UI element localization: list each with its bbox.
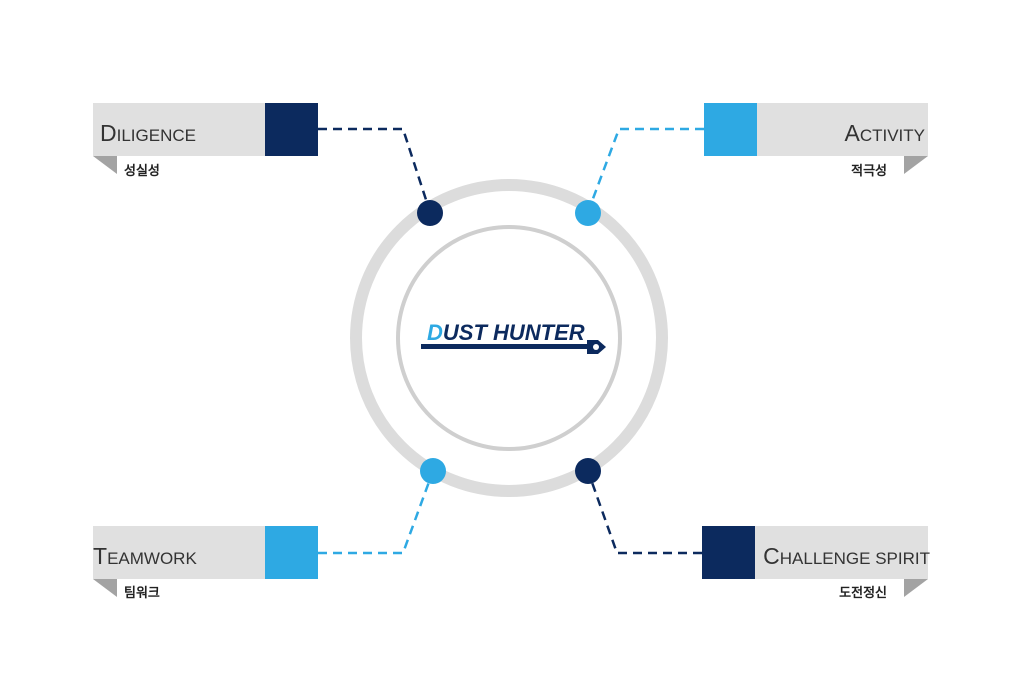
- value-card-activity: ACTIVITY 적극성: [704, 103, 928, 179]
- node-dot-diligence: [417, 200, 443, 226]
- fold-corner: [904, 156, 928, 174]
- value-korean: 팀워크: [124, 586, 160, 601]
- logo-initial: D: [427, 320, 443, 345]
- value-card-teamwork: TEAMWORK 팀워크: [93, 526, 318, 601]
- connector-diligence: [318, 127, 432, 213]
- logo-text: DUST HUNTER: [427, 320, 585, 345]
- connector-teamwork: [318, 470, 435, 555]
- logo-arrow-dot: [593, 344, 599, 350]
- label-bar: [93, 103, 265, 156]
- connector-challenge: [586, 470, 702, 555]
- color-block: [702, 526, 755, 579]
- value-korean: 적극성: [851, 163, 887, 179]
- logo-rest: UST HUNTER: [443, 320, 585, 345]
- value-title: CHALLENGE SPIRIT: [763, 543, 930, 569]
- value-card-challenge-spirit: CHALLENGE SPIRIT 도전정신: [702, 526, 930, 601]
- fold-corner: [93, 156, 117, 174]
- color-block: [704, 103, 757, 156]
- label-bar: [757, 103, 928, 156]
- value-title-initial: T: [93, 543, 107, 569]
- inner-ring: [396, 225, 622, 451]
- value-title-rest: EAMWORK: [107, 549, 197, 568]
- value-title-initial: C: [763, 543, 780, 569]
- value-title: DILIGENCE: [100, 120, 196, 146]
- node-dot-activity: [575, 200, 601, 226]
- fold-corner: [93, 579, 117, 597]
- value-korean: 성실성: [124, 163, 160, 179]
- color-block: [265, 103, 318, 156]
- connector-activity: [586, 127, 704, 213]
- value-title-initial: D: [100, 120, 117, 146]
- label-bar: [93, 526, 265, 579]
- fold-corner: [904, 579, 928, 597]
- value-title: TEAMWORK: [93, 543, 197, 569]
- logo-underline: [421, 344, 589, 349]
- value-card-diligence: DILIGENCE 성실성: [93, 103, 318, 179]
- value-title-rest: ILIGENCE: [117, 126, 196, 145]
- outer-ring: [350, 179, 668, 497]
- value-korean: 도전정신: [839, 585, 887, 601]
- value-title-rest: CTIVITY: [860, 126, 925, 145]
- color-block: [265, 526, 318, 579]
- value-title-rest: HALLENGE SPIRIT: [780, 549, 930, 568]
- label-bar: [755, 526, 928, 579]
- dust-hunter-logo: DUST HUNTER: [421, 320, 606, 354]
- value-title: ACTIVITY: [844, 120, 925, 146]
- node-dot-teamwork: [420, 458, 446, 484]
- node-dot-challenge: [575, 458, 601, 484]
- value-title-initial: A: [844, 120, 860, 146]
